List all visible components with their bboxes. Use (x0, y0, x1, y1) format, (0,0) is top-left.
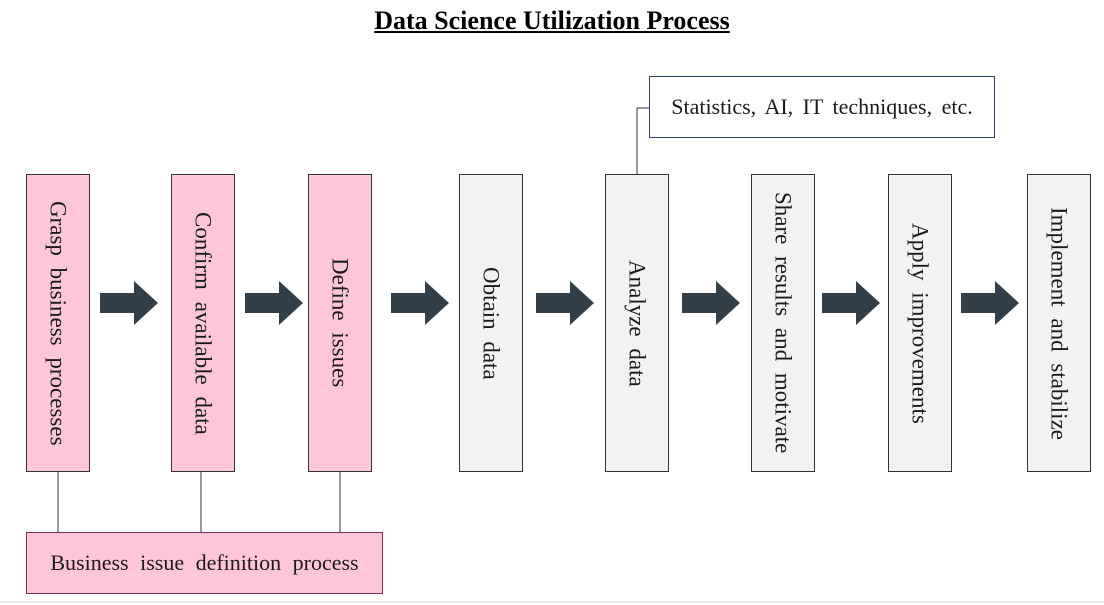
business-issue-definition-group: Business issue definition process (26, 532, 383, 594)
step-label: Share results and motivate (770, 192, 796, 454)
right-block-arrow-icon (682, 281, 740, 325)
right-block-arrow-icon (391, 281, 449, 325)
bottom-divider (0, 601, 1104, 603)
step-confirm-available-data: Confirm available data (171, 174, 235, 472)
right-block-arrow-icon (536, 281, 594, 325)
step-label: Obtain data (478, 266, 504, 380)
right-block-arrow-icon (822, 281, 880, 325)
step-obtain-data: Obtain data (459, 174, 523, 472)
right-block-arrow-icon (100, 281, 158, 325)
group-label: Business issue definition process (50, 550, 359, 575)
step-analyze-data: Analyze data (605, 174, 669, 472)
step-label: Confirm available data (190, 211, 216, 435)
techniques-annotation-box: Statistics, AI, IT techniques, etc. (649, 76, 995, 138)
step-label: Analyze data (624, 259, 650, 387)
step-label: Define issues (327, 258, 353, 388)
connector-analyze-annotation (636, 107, 649, 174)
right-block-arrow-icon (245, 281, 303, 325)
diagram-title: Data Science Utilization Process (374, 6, 730, 35)
step-label: Grasp business processes (45, 200, 71, 446)
step-share-results-and-motivate: Share results and motivate (751, 174, 815, 472)
right-block-arrow-icon (961, 281, 1019, 325)
step-grasp-business-processes: Grasp business processes (26, 174, 90, 472)
step-apply-improvements: Apply improvements (888, 174, 952, 472)
step-label: Implement and stabilize (1046, 206, 1072, 440)
techniques-annotation-label: Statistics, AI, IT techniques, etc. (671, 94, 973, 119)
step-implement-and-stabilize: Implement and stabilize (1027, 174, 1091, 472)
step-define-issues: Define issues (308, 174, 372, 472)
step-label: Apply improvements (907, 222, 933, 424)
